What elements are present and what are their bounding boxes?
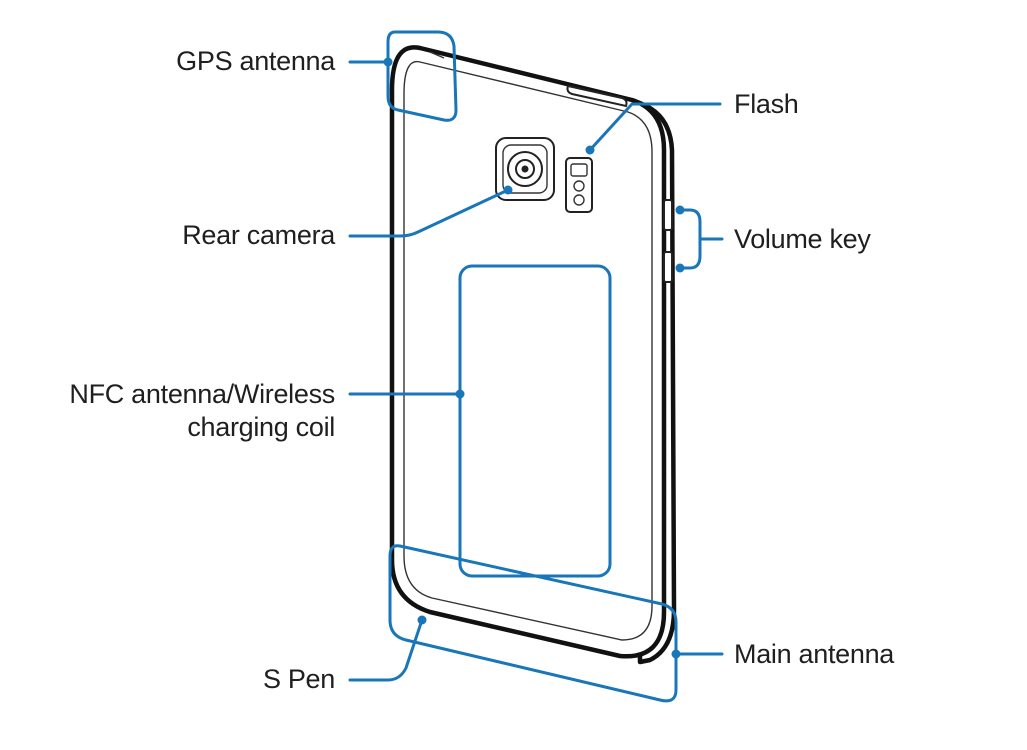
label-rear-camera: Rear camera: [182, 220, 336, 250]
volume-up-key: [663, 199, 673, 231]
volume-key-dot-bottom: [675, 263, 685, 273]
label-s-pen: S Pen: [263, 664, 335, 694]
flash-housing: [565, 157, 593, 213]
flash-leader: [588, 102, 722, 152]
labels: GPS antenna Flash Rear camera Volume key…: [69, 46, 895, 694]
camera-lens-center: [521, 165, 529, 173]
s-pen-dot: [417, 615, 427, 625]
heart-rate-sensor: [573, 180, 585, 192]
gps-antenna-dot: [383, 57, 393, 67]
nfc-coil-dot: [455, 389, 465, 399]
main-antenna-region: [388, 544, 678, 703]
main-antenna-dot: [671, 649, 681, 659]
flash-led: [570, 163, 588, 177]
label-gps-antenna: GPS antenna: [176, 46, 336, 76]
top-slot: [566, 84, 628, 108]
label-nfc-line2: charging coil: [187, 412, 335, 442]
rear-camera-leader: [348, 188, 510, 238]
volume-key-bracket: [678, 208, 702, 270]
rear-camera-dot: [503, 185, 513, 195]
top-edge-line: [429, 51, 445, 59]
camera-inner-ring: [502, 144, 548, 194]
phone-inner-bevel: [403, 60, 653, 641]
callouts: [348, 30, 724, 703]
label-volume-key: Volume key: [734, 224, 871, 254]
rear-camera-module: [495, 137, 555, 201]
label-flash: Flash: [734, 89, 799, 119]
sensor-lens: [573, 194, 585, 206]
flash-dot: [585, 145, 595, 155]
s-pen-leader: [348, 618, 424, 682]
flash-module: [565, 157, 593, 213]
phone-body: [389, 45, 677, 665]
gps-antenna-region: [386, 30, 458, 122]
volume-down-key: [663, 251, 673, 283]
volume-key-dot-top: [675, 205, 685, 215]
label-main-antenna: Main antenna: [734, 639, 895, 669]
label-nfc-line1: NFC antenna/Wireless: [69, 379, 335, 409]
